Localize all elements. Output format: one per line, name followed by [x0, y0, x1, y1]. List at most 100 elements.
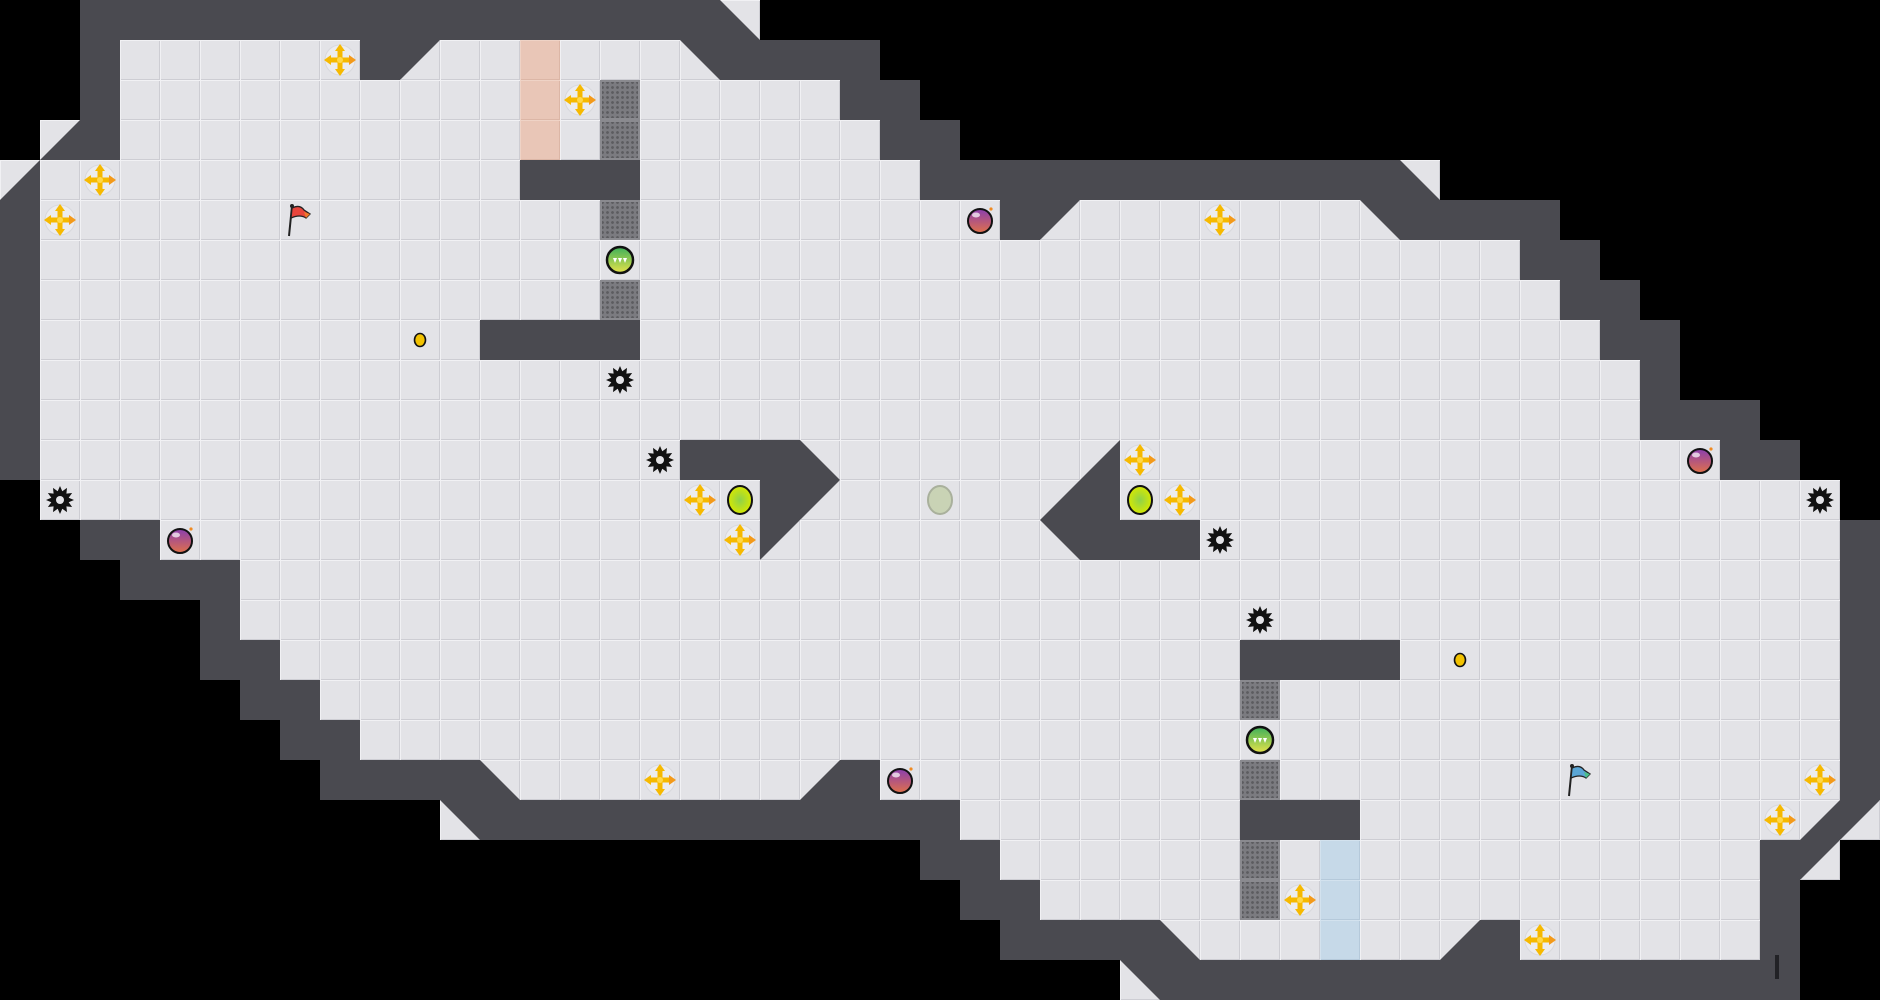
floor-tile	[1520, 560, 1560, 600]
floor-tile	[1000, 480, 1040, 520]
floor-tile	[320, 280, 360, 320]
diagonal-wall-tile	[1840, 800, 1880, 840]
floor-tile	[360, 480, 400, 520]
floor-tile	[1600, 680, 1640, 720]
floor-tile	[600, 520, 640, 560]
floor-tile	[1720, 760, 1760, 800]
floor-tile	[80, 400, 120, 440]
diagonal-wall-part	[480, 760, 520, 800]
floor-tile	[1440, 360, 1480, 400]
floor-tile	[1520, 400, 1560, 440]
floor-tile	[1360, 400, 1400, 440]
floor-tile	[1560, 320, 1600, 360]
floor-tile	[560, 400, 600, 440]
floor-tile	[400, 720, 440, 760]
floor-tile	[280, 80, 320, 120]
floor-tile	[800, 200, 840, 240]
floor-tile	[880, 240, 920, 280]
floor-tile	[1480, 360, 1520, 400]
floor-tile	[600, 760, 640, 800]
diagonal-wall-part	[1040, 200, 1080, 240]
floor-tile	[1480, 640, 1520, 680]
floor-tile	[640, 320, 680, 360]
floor-tile	[920, 600, 960, 640]
floor-tile	[320, 400, 360, 440]
spike-icon	[600, 360, 640, 400]
floor-tile	[680, 320, 720, 360]
floor-tile	[120, 200, 160, 240]
floor-tile	[280, 280, 320, 320]
wall-tile	[520, 320, 560, 360]
floor-tile	[80, 360, 120, 400]
wall-tile	[600, 160, 640, 200]
floor-tile	[1080, 360, 1120, 400]
floor-tile	[160, 160, 200, 200]
wall-tile	[1080, 480, 1120, 520]
diagonal-wall-tile	[1080, 440, 1120, 480]
boost-pad-icon	[1800, 760, 1840, 800]
floor-tile	[440, 440, 480, 480]
wall-tile	[840, 80, 880, 120]
wall-tile	[0, 440, 40, 480]
floor-tile	[1560, 400, 1600, 440]
wall-tile	[1720, 440, 1760, 480]
floor-tile	[1600, 600, 1640, 640]
diagonal-wall-part	[1400, 160, 1440, 200]
floor-tile	[440, 360, 480, 400]
floor-tile	[960, 560, 1000, 600]
floor-tile	[1680, 920, 1720, 960]
floor-tile	[680, 680, 720, 720]
floor-tile	[840, 600, 880, 640]
floor-tile	[760, 640, 800, 680]
floor-tile	[1280, 720, 1320, 760]
floor-tile	[1040, 560, 1080, 600]
floor-tile	[1360, 240, 1400, 280]
floor-tile	[360, 560, 400, 600]
floor-tile	[480, 560, 520, 600]
wall-tile	[1640, 400, 1680, 440]
floor-tile	[1720, 640, 1760, 680]
floor-tile	[480, 240, 520, 280]
floor-tile	[120, 360, 160, 400]
floor-tile	[760, 720, 800, 760]
floor-tile	[1240, 240, 1280, 280]
floor-tile	[360, 240, 400, 280]
floor-tile	[1320, 720, 1360, 760]
floor-tile	[920, 680, 960, 720]
floor-tile	[800, 80, 840, 120]
floor-tile	[1480, 680, 1520, 720]
floor-tile	[280, 480, 320, 520]
diagonal-wall-tile	[1040, 480, 1080, 520]
floor-tile	[800, 240, 840, 280]
diagonal-wall-part	[1040, 480, 1080, 520]
floor-tile	[40, 160, 80, 200]
red-flag-icon	[280, 200, 320, 240]
floor-tile	[880, 600, 920, 640]
diagonal-wall-part	[800, 440, 840, 480]
wall-tile	[1560, 280, 1600, 320]
diagonal-wall-tile	[1040, 200, 1080, 240]
diagonal-wall-tile	[1440, 920, 1480, 960]
wall-tile	[1320, 640, 1360, 680]
floor-tile	[360, 440, 400, 480]
floor-tile	[1640, 920, 1680, 960]
floor-tile	[1360, 800, 1400, 840]
floor-tile	[240, 360, 280, 400]
wall-tile	[1760, 920, 1800, 960]
floor-tile	[360, 640, 400, 680]
floor-tile	[1480, 480, 1520, 520]
wall-tile	[1040, 920, 1080, 960]
floor-tile	[240, 480, 280, 520]
floor-tile	[1160, 200, 1200, 240]
floor-tile	[800, 120, 840, 160]
floor-tile	[1480, 760, 1520, 800]
wall-tile	[720, 40, 760, 80]
floor-tile	[1560, 360, 1600, 400]
floor-tile	[640, 120, 680, 160]
floor-tile	[280, 600, 320, 640]
floor-tile	[640, 480, 680, 520]
floor-tile	[960, 520, 1000, 560]
floor-tile	[1240, 920, 1280, 960]
floor-tile	[840, 200, 880, 240]
boost-pad-icon	[1760, 800, 1800, 840]
